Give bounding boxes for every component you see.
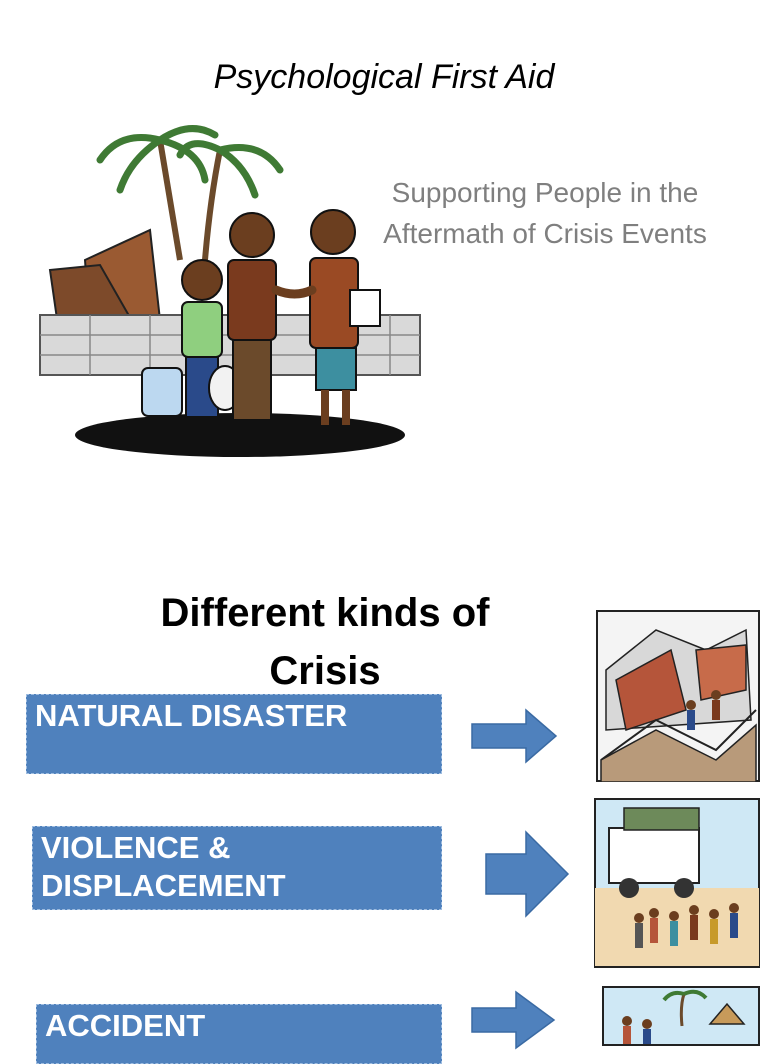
- crisis-label: VIOLENCE & DISPLACEMENT: [41, 830, 286, 903]
- earthquake-illustration: [596, 610, 760, 782]
- crisis-box-accident: ACCIDENT: [36, 1004, 442, 1064]
- section-heading: Different kinds of Crisis: [160, 591, 490, 693]
- crisis-box-violence-displacement: VIOLENCE & DISPLACEMENT: [32, 826, 442, 910]
- right-arrow-icon: [470, 990, 556, 1050]
- right-arrow-icon: [470, 708, 558, 764]
- crisis-label: ACCIDENT: [45, 1008, 206, 1043]
- people-greeting-illustration: [30, 120, 430, 480]
- crisis-box-natural-disaster: NATURAL DISASTER: [26, 694, 442, 774]
- displacement-illustration: [594, 798, 760, 968]
- page-subtitle: Supporting People in the Aftermath of Cr…: [383, 177, 707, 249]
- right-arrow-icon: [484, 830, 570, 918]
- page-title: Psychological First Aid: [213, 58, 555, 96]
- accident-illustration: [602, 986, 760, 1046]
- crisis-label: NATURAL DISASTER: [35, 698, 348, 733]
